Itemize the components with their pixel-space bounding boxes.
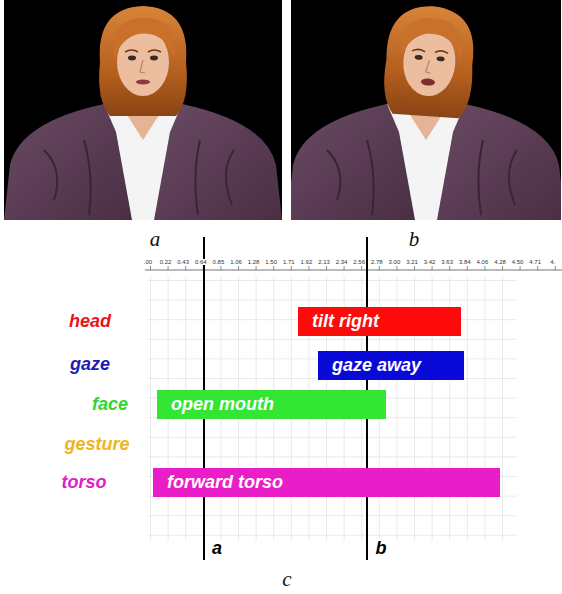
track-label: gesture (64, 435, 129, 455)
tick-label: 2.34 (335, 259, 349, 266)
track-label: torso (62, 473, 107, 493)
avatar-illustration (4, 0, 282, 220)
bar-label: open mouth (171, 394, 274, 415)
tick-label: 4. (549, 259, 556, 266)
tick-label: 4.06 (476, 259, 490, 266)
tick-label: 4.71 (528, 259, 542, 266)
panel-caption: b (409, 228, 420, 251)
behavior-bar: open mouth (157, 390, 386, 419)
tick-label: 2.56 (352, 259, 366, 266)
tick-label: 3.42 (423, 259, 437, 266)
avatar-illustration (287, 0, 562, 220)
tick-label: .00 (143, 259, 153, 266)
marker-label: b (374, 539, 389, 559)
marker-label: a (210, 539, 224, 559)
tick-label: 4.50 (511, 259, 525, 266)
tick-label: 1.06 (229, 259, 243, 266)
tick-label: 3.00 (388, 259, 402, 266)
tick-label: 3.63 (440, 259, 454, 266)
behavior-bar: forward torso (153, 468, 500, 497)
tick-label: 0.22 (159, 259, 173, 266)
tick-label: 3.84 (458, 259, 472, 266)
panel-caption: a (150, 228, 161, 251)
tick-label: 0.64 (194, 259, 208, 266)
tick-label: 1.92 (300, 259, 314, 266)
tick-label: 2.13 (317, 259, 331, 266)
panel-caption: c (282, 568, 291, 591)
axis-ticks (147, 266, 562, 270)
track-label: face (92, 395, 128, 415)
bar-label: tilt right (312, 311, 379, 332)
tick-label: 3.21 (405, 259, 419, 266)
behavior-bar: gaze away (318, 351, 464, 380)
tick-label: 1.50 (264, 259, 278, 266)
tick-label: 4.28 (493, 259, 507, 266)
tick-label: 0.43 (176, 259, 190, 266)
tick-label: 2.78 (370, 259, 384, 266)
bar-label: forward torso (167, 472, 283, 493)
track-label: gaze (70, 355, 110, 375)
behavior-bar: tilt right (298, 307, 461, 336)
tick-label: 0.85 (212, 259, 226, 266)
track-label: head (69, 312, 111, 332)
timeline-grid (147, 276, 517, 541)
bar-label: gaze away (332, 355, 421, 376)
tick-label: 1.71 (282, 259, 296, 266)
tick-label: 1.28 (247, 259, 261, 266)
